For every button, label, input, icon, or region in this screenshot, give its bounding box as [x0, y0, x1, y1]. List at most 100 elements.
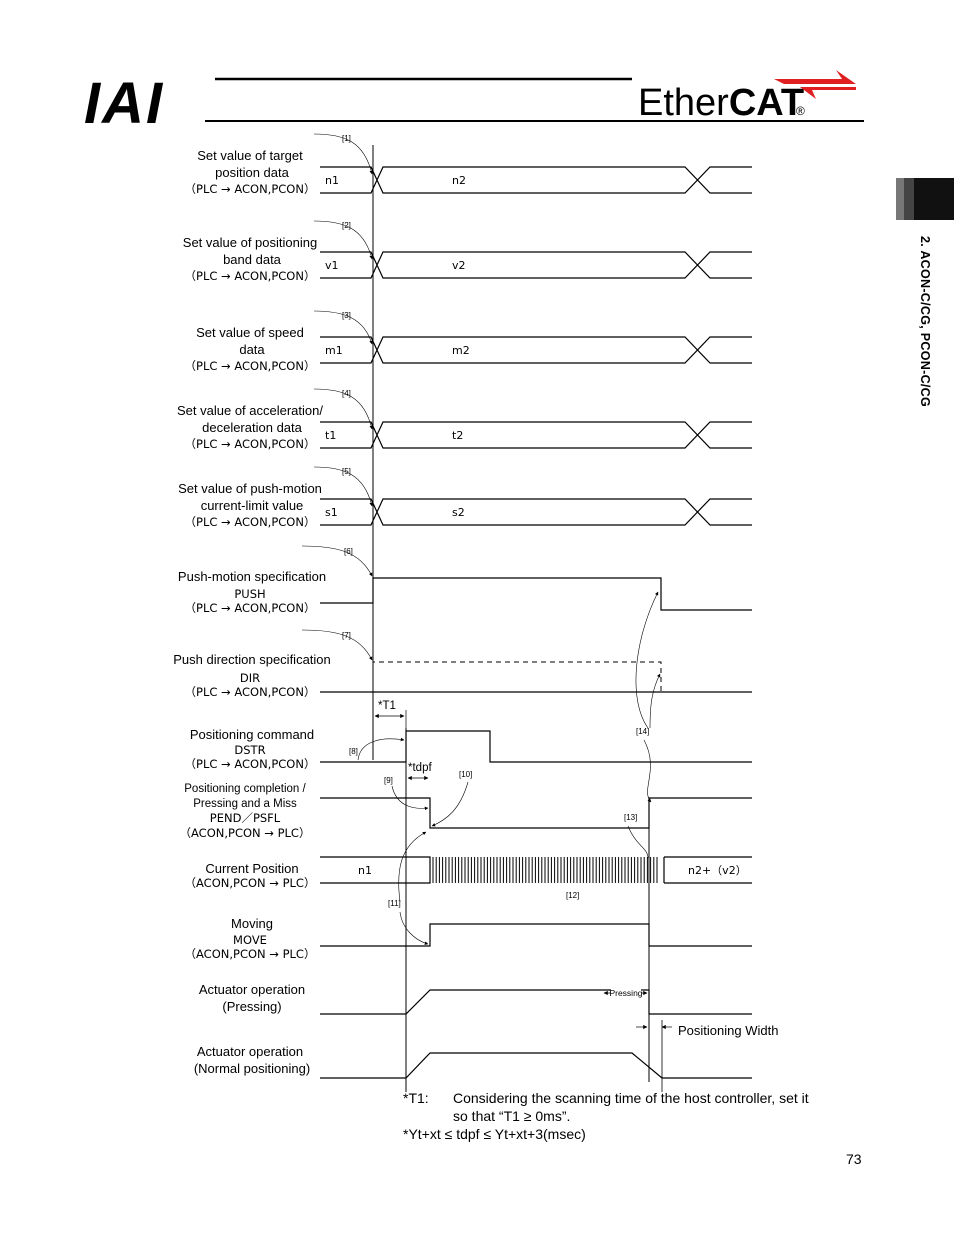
- pushdir-title: Push direction specification: [173, 652, 331, 667]
- tag-12: [12]: [566, 891, 579, 900]
- tdpf-label: *tdpf: [408, 762, 432, 774]
- tag-14-group: [14]: [635, 591, 661, 803]
- act-press-title-2: (Pressing): [222, 999, 281, 1014]
- dstr-dir: （PLC → ACON,PCON）: [185, 757, 316, 771]
- tag-14-leader-pend: [643, 739, 652, 803]
- tag-9: [9]: [384, 776, 393, 785]
- note-t1-line-1: Considering the scanning time of the hos…: [453, 1090, 809, 1106]
- pos-value-before: n1: [358, 864, 372, 877]
- positioning-width: Positioning Width: [636, 1020, 778, 1092]
- act-norm-waveform: [320, 1052, 752, 1079]
- ethercat-arrow-back-icon: [800, 87, 856, 99]
- bus-waveform: [320, 251, 752, 279]
- bus-value-after: m2: [452, 344, 470, 357]
- bus-tag: [5]: [342, 467, 351, 476]
- tag-8: [8]: [349, 747, 358, 756]
- tab-shade-1: [896, 178, 904, 220]
- chapter-tab-marker: [896, 178, 954, 220]
- bus-row-4: Set value of acceleration/deceleration d…: [177, 388, 752, 451]
- pos-dir: （ACON,PCON → PLC）: [185, 876, 316, 890]
- push-signal: [6] Push-motion specification PUSH （PLC …: [178, 545, 752, 615]
- iai-logo-text: IAI: [84, 71, 164, 136]
- push-title: Push-motion specification: [178, 569, 326, 584]
- note-t1-key: *T1:: [403, 1090, 429, 1106]
- pushdir-waveform-dashed: [372, 661, 662, 692]
- pushdir-dir: （PLC → ACON,PCON）: [185, 685, 316, 699]
- pushdir-tag-leader: [301, 629, 373, 661]
- bus-title-2: data: [239, 342, 265, 357]
- act-press-title-1: Actuator operation: [199, 982, 305, 997]
- bus-dir: （PLC → ACON,PCON）: [185, 269, 316, 283]
- bus-dir: （PLC → ACON,PCON）: [185, 359, 316, 373]
- bus-value-before: t1: [325, 429, 336, 442]
- tag-13: [13]: [624, 813, 637, 822]
- pend-signal: Positioning completion / Pressing and a …: [180, 762, 752, 859]
- act-norm-title-1: Actuator operation: [197, 1044, 303, 1059]
- tag-11: [11]: [388, 899, 401, 908]
- bus-dir: （PLC → ACON,PCON）: [185, 182, 316, 196]
- tag-13-leader: [627, 825, 649, 859]
- tab-shade-2: [904, 178, 914, 220]
- move-waveform: [320, 923, 752, 947]
- footnotes: *T1: Considering the scanning time of th…: [403, 1090, 809, 1142]
- position-signal: Current Position （ACON,PCON → PLC） n1 n2…: [185, 856, 752, 900]
- pushdir-signal: [7] Push direction specification DIR （PL…: [173, 629, 752, 699]
- bus-title-1: Set value of acceleration/: [177, 403, 323, 418]
- bus-value-before: n1: [325, 174, 339, 187]
- actuator-pressing: Actuator operation (Pressing) Pressing: [199, 982, 752, 1015]
- ethercat-logo: EtherCAT ®: [638, 70, 856, 124]
- page-number: 73: [846, 1151, 862, 1167]
- bus-title-2: position data: [215, 165, 289, 180]
- pend-title-1: Positioning completion /: [184, 783, 306, 795]
- positioning-width-label: Positioning Width: [678, 1023, 778, 1038]
- bus-title-1: Set value of positioning: [183, 235, 317, 250]
- push-name: PUSH: [234, 587, 265, 601]
- tag-10: [10]: [459, 770, 472, 779]
- bus-value-after: n2: [452, 174, 466, 187]
- bus-tag-leader: [313, 466, 373, 507]
- tag-14-leader-push: [635, 591, 659, 729]
- tag-14-leader-dir: [649, 673, 661, 729]
- note-tdpf: *Yt+xt ≤ tdpf ≤ Yt+xt+3(msec): [403, 1126, 586, 1142]
- dstr-title: Positioning command: [190, 727, 314, 742]
- pend-waveform: [320, 797, 752, 829]
- bus-value-after: t2: [452, 429, 463, 442]
- pend-name: PEND／PSFL: [210, 811, 281, 825]
- bus-value-before: m1: [325, 344, 343, 357]
- note-t1-line-2: so that “T1 ≥ 0ms”.: [453, 1108, 570, 1124]
- pos-changing-hatch: [432, 857, 658, 883]
- act-norm-title-2: (Normal positioning): [194, 1061, 310, 1076]
- move-dir: （ACON,PCON → PLC）: [185, 947, 316, 961]
- iai-logo: IAI: [84, 71, 164, 136]
- tag-14: [14]: [636, 727, 649, 736]
- pushdir-name: DIR: [240, 671, 260, 685]
- ethercat-arrow-icon: [774, 70, 856, 84]
- push-dir: （PLC → ACON,PCON）: [185, 601, 316, 615]
- bus-waveform: [320, 336, 752, 364]
- dstr-signal: Positioning command DSTR （PLC → ACON,PCO…: [185, 727, 752, 771]
- bus-waveform: [320, 498, 752, 526]
- actuator-normal: Actuator operation (Normal positioning): [194, 1044, 752, 1079]
- ethercat-logo-text: EtherCAT: [638, 82, 804, 124]
- bus-dir: （PLC → ACON,PCON）: [185, 515, 316, 529]
- bus-value-after: s2: [452, 506, 465, 519]
- tag-7: [7]: [342, 631, 351, 640]
- bus-title-2: deceleration data: [202, 420, 303, 435]
- move-title: Moving: [231, 916, 273, 931]
- ethercat-reg-mark: ®: [796, 104, 805, 118]
- bus-tag-leader: [313, 133, 373, 175]
- bus-dir: （PLC → ACON,PCON）: [185, 437, 316, 451]
- t1-label: *T1: [378, 700, 396, 712]
- bus-value-before: v1: [325, 259, 339, 272]
- tag-9-leader: [391, 785, 429, 811]
- pressing-label-bg: [611, 986, 641, 998]
- tag-11-leader: [398, 831, 427, 903]
- bus-value-before: s1: [325, 506, 338, 519]
- bus-title-1: Set value of push-motion: [178, 481, 322, 496]
- bus-waveform: [320, 421, 752, 449]
